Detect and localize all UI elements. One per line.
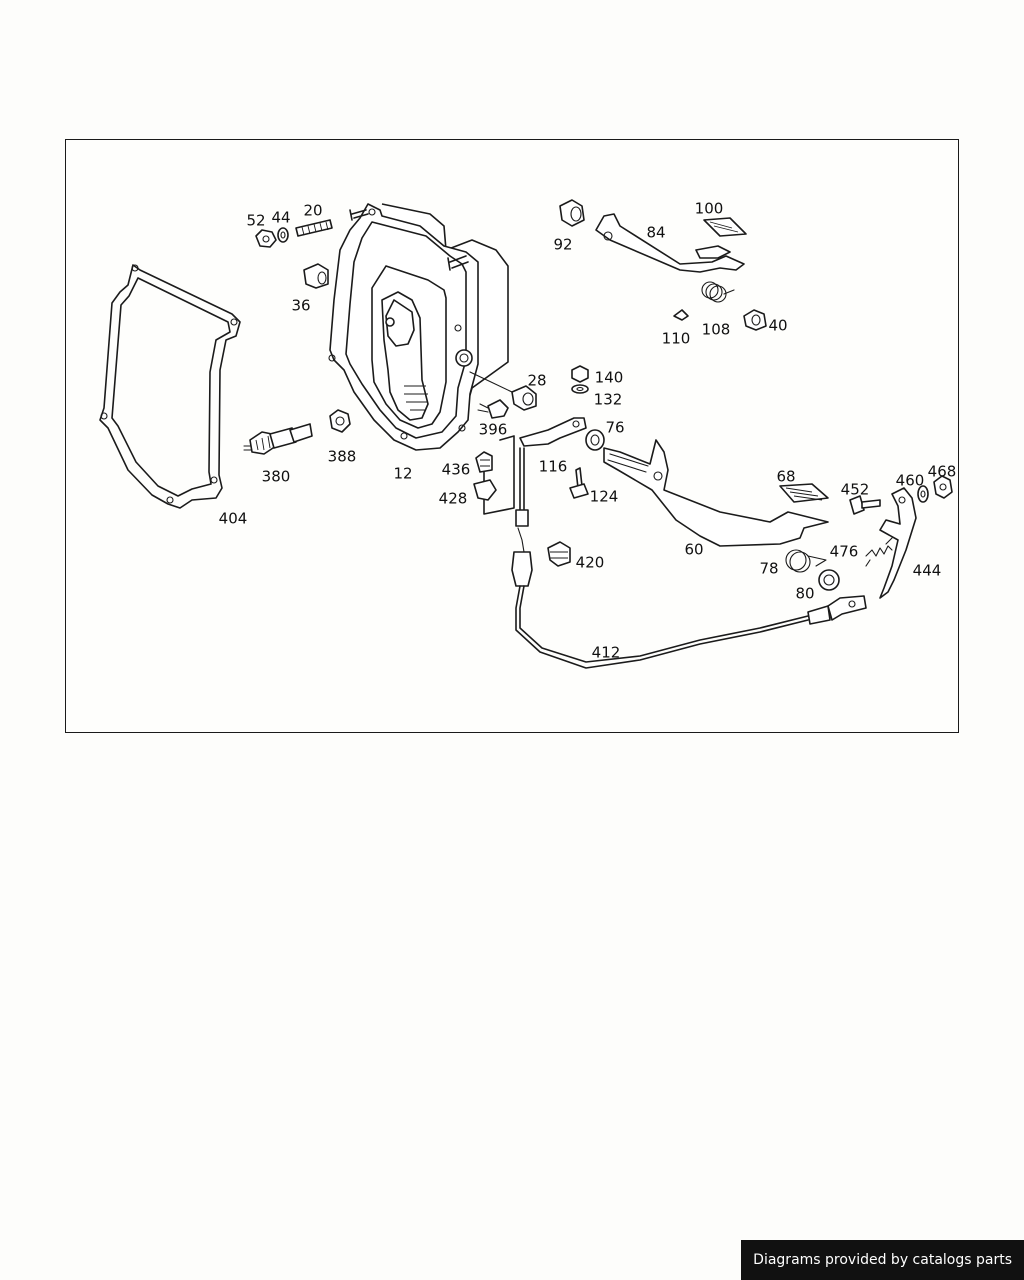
- housing-12: [328, 203, 509, 451]
- part-label-44: 44: [271, 209, 290, 227]
- part-label-428: 428: [439, 490, 468, 508]
- spring-78: [785, 549, 827, 573]
- part-label-84: 84: [646, 224, 665, 242]
- part-label-76: 76: [605, 419, 624, 437]
- part-label-68: 68: [776, 468, 795, 486]
- washer-44: [277, 227, 289, 243]
- part-label-108: 108: [702, 321, 731, 339]
- part-label-52: 52: [246, 212, 265, 230]
- part-label-436: 436: [442, 461, 471, 479]
- nut-52: [255, 229, 277, 248]
- part-label-412: 412: [592, 644, 621, 662]
- part-label-140: 140: [595, 369, 624, 387]
- part-label-380: 380: [262, 468, 291, 486]
- pad-68: [779, 483, 829, 503]
- pedal-60: [603, 439, 829, 547]
- part-label-452: 452: [841, 481, 870, 499]
- part-label-110: 110: [662, 330, 691, 348]
- stop-28: [469, 371, 537, 411]
- gasket-404: [99, 264, 241, 509]
- part-label-404: 404: [219, 510, 248, 528]
- part-labels: 52 44 20 92 84 100 36 110 108 40 28 140 132 396 76 380 3…: [219, 200, 957, 662]
- part-label-420: 420: [576, 554, 605, 572]
- part-label-12: 12: [393, 465, 412, 483]
- part-label-20: 20: [303, 202, 322, 220]
- credit-banner: Diagrams provided by catalogs parts: [741, 1240, 1024, 1280]
- spring-476: [865, 537, 893, 567]
- bushing-92: [559, 199, 585, 227]
- washer-132: [571, 384, 589, 394]
- nut-436: [475, 451, 493, 473]
- part-label-60: 60: [684, 541, 703, 559]
- bushing-36: [303, 263, 329, 289]
- part-label-396: 396: [479, 421, 508, 439]
- spring-108: [701, 281, 735, 303]
- clip-428: [473, 479, 497, 501]
- part-label-40: 40: [768, 317, 787, 335]
- nut-388: [329, 409, 351, 433]
- part-label-92: 92: [553, 236, 572, 254]
- lever-84: [595, 213, 745, 273]
- part-label-80: 80: [795, 585, 814, 603]
- part-label-116: 116: [539, 458, 568, 476]
- part-label-444: 444: [913, 562, 942, 580]
- cable-412: [511, 447, 867, 669]
- clip-110: [673, 309, 689, 321]
- switch-380: [243, 423, 313, 455]
- part-label-100: 100: [695, 200, 724, 218]
- nut-468: [933, 475, 953, 499]
- bracket-444: [879, 487, 917, 599]
- washer-460: [917, 485, 929, 503]
- part-label-124: 124: [590, 488, 619, 506]
- part-label-132: 132: [594, 391, 623, 409]
- nut-140: [571, 365, 589, 383]
- stud-20: [295, 219, 333, 237]
- part-label-476: 476: [830, 543, 859, 561]
- part-label-460: 460: [896, 472, 925, 490]
- bolt-124: [569, 467, 589, 499]
- pad-100: [703, 217, 747, 237]
- part-label-28: 28: [527, 372, 546, 390]
- part-label-468: 468: [928, 463, 957, 481]
- part-label-388: 388: [328, 448, 357, 466]
- part-label-78: 78: [759, 560, 778, 578]
- washer-76: [585, 429, 605, 451]
- bolt-452: [849, 495, 881, 515]
- clip-396: [477, 399, 509, 419]
- part-label-36: 36: [291, 297, 310, 315]
- bushing-80: [818, 569, 840, 591]
- bushing-40: [743, 309, 767, 331]
- grommet-420: [547, 541, 571, 567]
